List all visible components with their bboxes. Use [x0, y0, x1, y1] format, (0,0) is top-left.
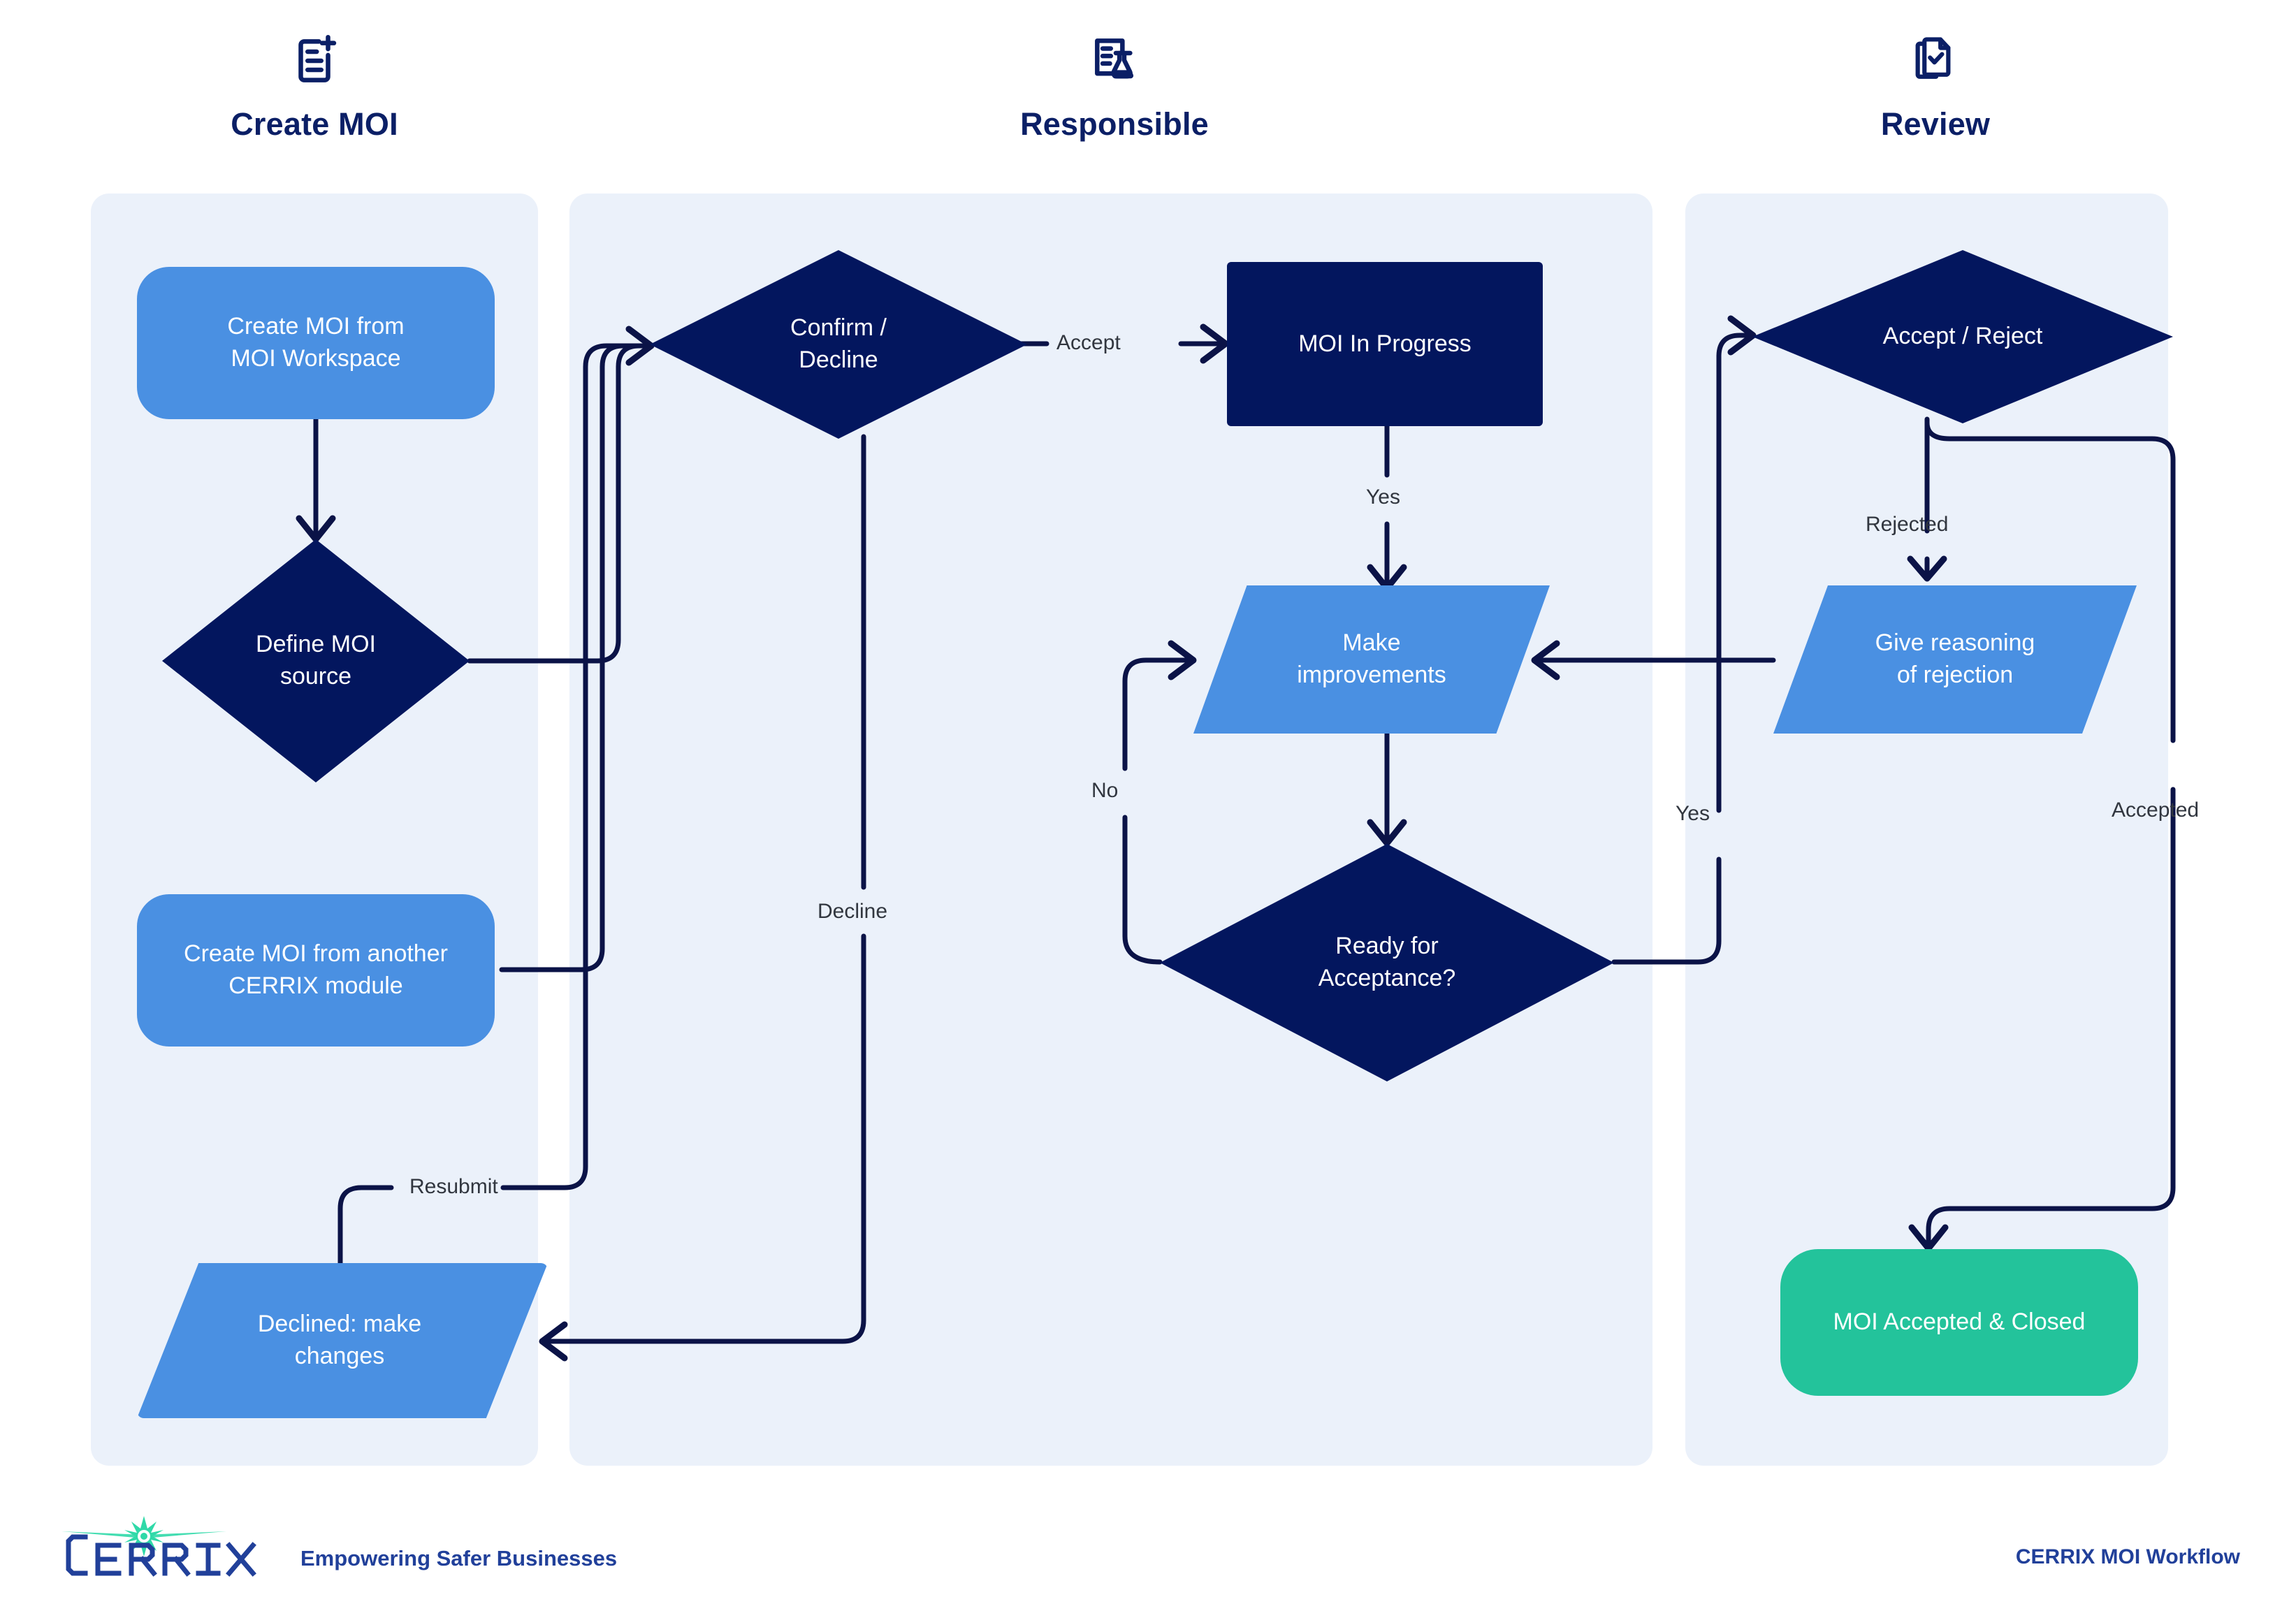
node-label: Declined: make changes [257, 1311, 422, 1369]
node-moi-accepted-closed[interactable]: MOI Accepted & Closed [1780, 1249, 2138, 1396]
edge-label-accepted: Accepted [2112, 799, 2200, 822]
node-label: MOI In Progress [1298, 330, 1472, 357]
node-make-improvements[interactable]: Make improvements [1193, 585, 1550, 734]
edge-label-yes-progress: Yes [1366, 486, 1400, 509]
column-title: Responsible [1020, 106, 1209, 142]
column-header-review: Review [1789, 34, 2082, 143]
edge-label-decline: Decline [818, 900, 888, 923]
node-label: Create MOI from MOI Workspace [227, 313, 405, 372]
node-label: Confirm / Decline [790, 314, 887, 373]
footer-title: CERRIX MOI Workflow [2015, 1545, 2240, 1568]
column-header-responsible: Responsible [968, 34, 1261, 143]
node-label: Define MOI source [256, 631, 376, 690]
node-label: Accept / Reject [1882, 323, 2043, 350]
edge-label-resubmit: Resubmit [409, 1175, 498, 1198]
logo-tagline: Empowering Safer Businesses [300, 1546, 618, 1570]
node-create-from-module[interactable]: Create MOI from another CERRIX module [137, 894, 495, 1047]
edge-label-yes-ready: Yes [1676, 802, 1710, 825]
node-declined-make-changes[interactable]: Declined: make changes [137, 1263, 548, 1418]
edge-label-no: No [1091, 779, 1119, 802]
edge-label-rejected: Rejected [1866, 513, 1949, 536]
node-label: Ready for Acceptance? [1318, 933, 1456, 991]
column-title: Review [1880, 106, 1991, 142]
edge-label-accept: Accept [1056, 331, 1121, 354]
node-label: MOI Accepted & Closed [1833, 1308, 2086, 1336]
node-label: Give reasoning of rejection [1875, 629, 2035, 688]
document-flask-icon [1087, 34, 1142, 88]
node-give-reasoning[interactable]: Give reasoning of rejection [1773, 585, 2137, 734]
cerrix-logo [61, 1516, 256, 1577]
document-plus-icon [287, 34, 342, 88]
logo-wordmark [66, 1534, 256, 1577]
node-label: Make improvements [1297, 629, 1446, 688]
node-label: Create MOI from another CERRIX module [184, 940, 448, 999]
document-check-icon [1908, 34, 1963, 88]
column-header-create-moi: Create MOI [161, 34, 468, 143]
column-title: Create MOI [231, 106, 398, 142]
arrowhead [539, 1321, 568, 1362]
node-create-from-workspace[interactable]: Create MOI from MOI Workspace [137, 267, 495, 419]
node-moi-in-progress[interactable]: MOI In Progress [1227, 262, 1543, 426]
